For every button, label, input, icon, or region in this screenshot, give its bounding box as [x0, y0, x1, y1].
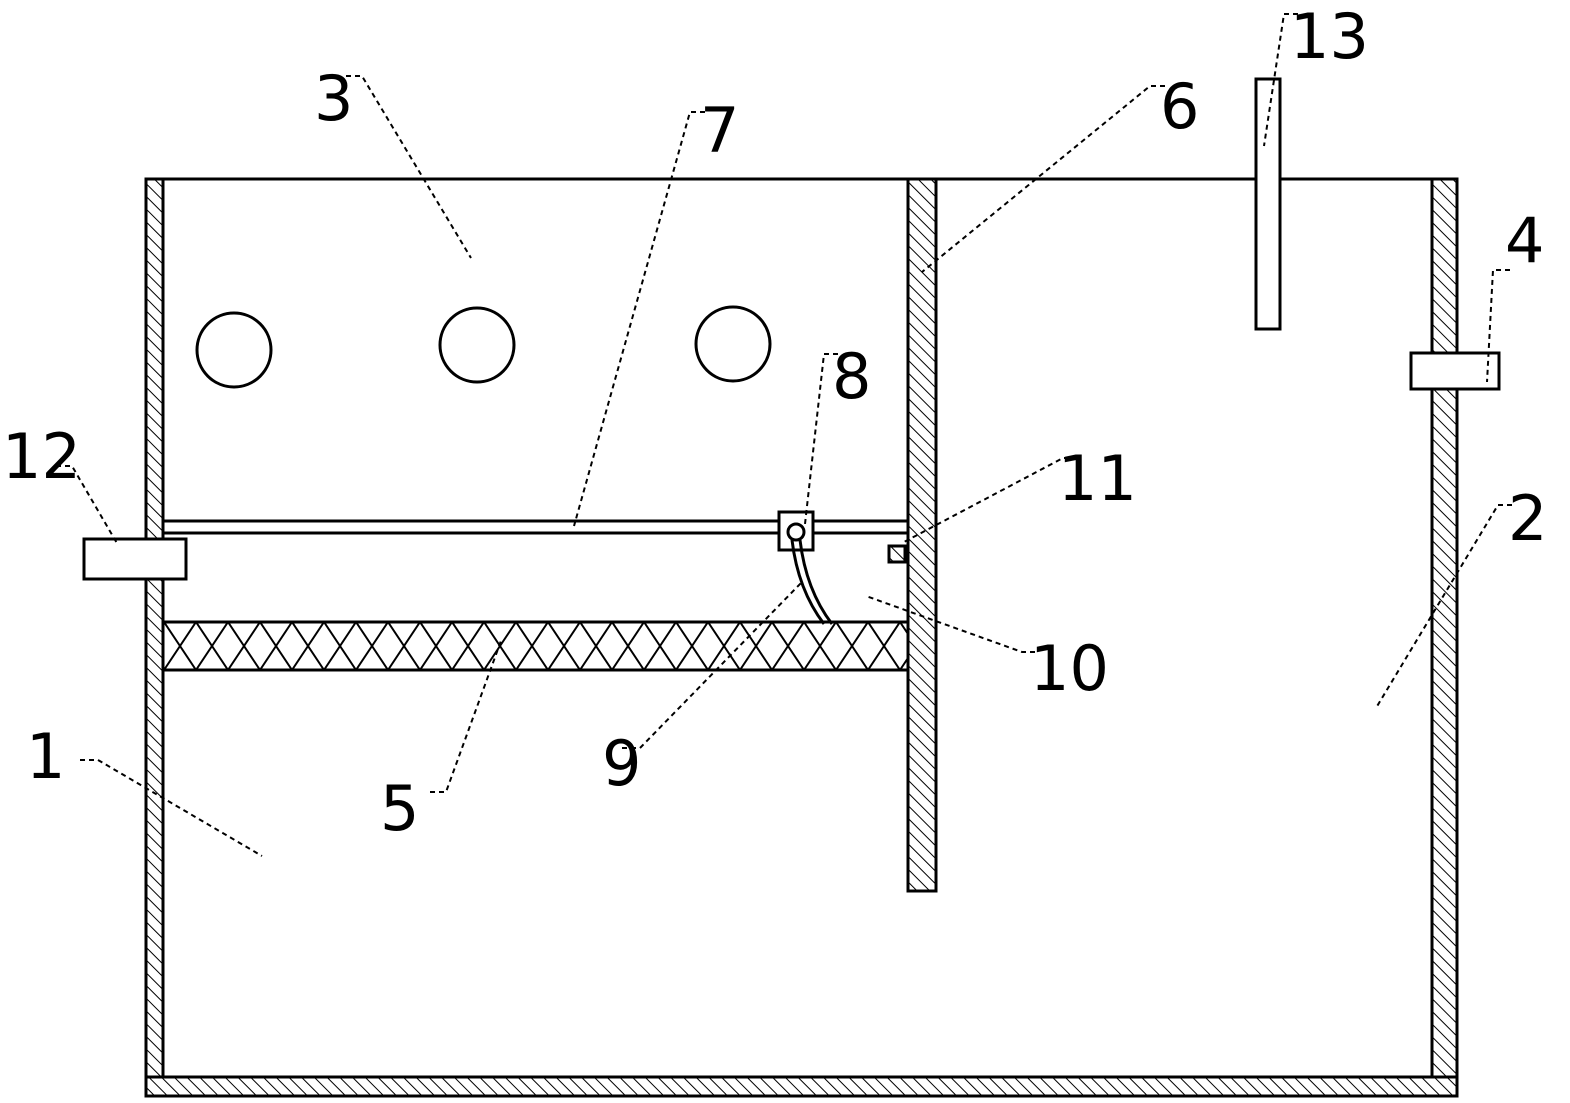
leader-12: [56, 465, 119, 546]
flex-rod-inner: [798, 539, 834, 625]
leader-10: [865, 595, 1035, 653]
right-wall: [1430, 177, 1459, 1098]
circle-right: [694, 305, 772, 383]
rod: [161, 519, 910, 535]
leader-7: [573, 111, 705, 527]
side-outlet: [82, 537, 188, 581]
hinge-block: [887, 544, 907, 564]
label-13: 13: [1290, 0, 1369, 73]
leader-3: [346, 75, 472, 259]
label-10: 10: [1030, 632, 1109, 705]
label-1: 1: [26, 720, 65, 793]
leader-1: [80, 759, 263, 857]
leader-8: [804, 353, 838, 525]
label-8: 8: [832, 340, 871, 413]
leader-6: [921, 85, 1165, 273]
label-2: 2: [1508, 482, 1547, 555]
leader-lines: [56, 13, 1512, 857]
label-6: 6: [1160, 70, 1199, 143]
label-9: 9: [602, 727, 641, 800]
label-3: 3: [314, 62, 353, 135]
label-7: 7: [700, 94, 739, 167]
mesh-screen: [161, 620, 910, 672]
right-port: [1409, 351, 1501, 391]
leader-2: [1375, 504, 1512, 709]
circle-left: [195, 311, 273, 389]
label-5: 5: [380, 772, 419, 845]
circle-middle: [438, 306, 516, 384]
leader-11: [903, 457, 1078, 543]
leader-4: [1486, 269, 1510, 383]
label-4: 4: [1505, 204, 1544, 277]
flex-rod-outer: [790, 539, 826, 625]
slider-pivot: [786, 522, 806, 542]
bottom-wall: [144, 1075, 1459, 1098]
leader-9: [622, 581, 803, 749]
label-11: 11: [1058, 442, 1137, 515]
partition-plate: [906, 177, 938, 893]
left-wall: [144, 177, 165, 1098]
leader-13: [1263, 13, 1298, 147]
label-12: 12: [2, 420, 81, 493]
